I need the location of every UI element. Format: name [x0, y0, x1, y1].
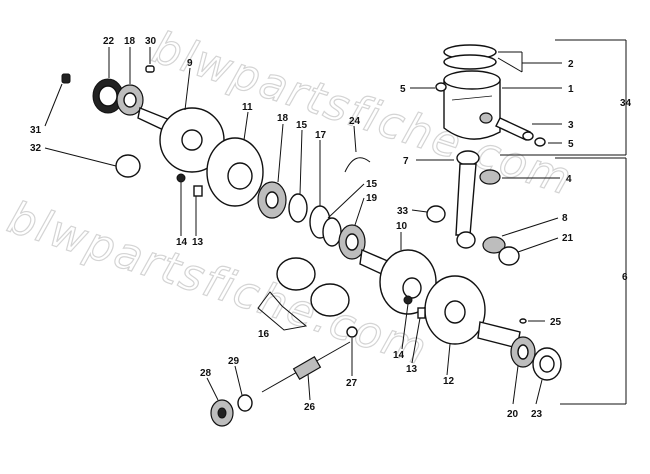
label-32: 32 — [30, 143, 42, 154]
label-26: 26 — [304, 402, 316, 413]
seal-15a — [288, 193, 308, 223]
pin-clip-5b — [534, 137, 546, 147]
label-4: 4 — [566, 174, 572, 185]
woodruff-key-30 — [145, 65, 155, 73]
rod-washer-21 — [498, 246, 520, 266]
crank-ring-16b — [310, 283, 350, 317]
label-29: 29 — [228, 356, 240, 367]
label-33: 33 — [397, 206, 409, 217]
label-13: 13 — [192, 237, 204, 248]
crank-ring-16a — [276, 257, 316, 291]
bearing-20 — [510, 336, 536, 368]
right-flywheel-10 — [379, 249, 437, 315]
washer-29 — [237, 394, 253, 412]
label-15: 15 — [296, 120, 308, 131]
right-flywheel-12 — [424, 275, 486, 345]
label-5: 5 — [400, 84, 406, 95]
label-10: 10 — [396, 221, 408, 232]
label-18-center: 18 — [277, 113, 289, 124]
washer-27 — [346, 326, 358, 338]
crank-pin-14a — [176, 173, 186, 183]
piston-part — [443, 70, 501, 140]
oil-seal-32 — [115, 154, 141, 178]
label-12: 12 — [443, 376, 455, 387]
label-3: 3 — [568, 120, 574, 131]
crank-pin-14b — [403, 295, 413, 305]
key-25 — [519, 318, 527, 324]
label-25: 25 — [550, 317, 562, 328]
set-screw-31 — [61, 73, 71, 84]
left-flywheel-9 — [159, 107, 225, 173]
pin-clip-5a — [435, 82, 447, 92]
leader-lines — [44, 39, 627, 405]
key-13a — [193, 185, 203, 197]
label-14: 14 — [176, 237, 188, 248]
crank-web-11 — [206, 137, 264, 207]
key-13b — [417, 307, 426, 319]
label-13-right: 13 — [406, 364, 418, 375]
bearing-18-left — [116, 84, 144, 116]
piston-rings-part — [443, 44, 497, 70]
snap-ring-24 — [344, 157, 371, 173]
piston-pin-part — [495, 117, 534, 141]
label-18: 18 — [124, 36, 136, 47]
big-end-bearing — [482, 236, 506, 254]
label-9: 9 — [187, 58, 193, 69]
label-8: 8 — [562, 213, 568, 224]
watermark-middle: blwpartsfiche.com — [2, 192, 434, 376]
label-6: 6 — [622, 272, 628, 283]
label-27: 27 — [346, 378, 358, 389]
label-23: 23 — [531, 409, 543, 420]
label-21: 21 — [562, 233, 574, 244]
label-31: 31 — [30, 125, 42, 136]
label-5-right: 5 — [568, 139, 574, 150]
small-end-bearing — [479, 169, 501, 185]
label-16: 16 — [258, 329, 270, 340]
seal-15b — [322, 217, 342, 247]
label-34: 34 — [620, 98, 632, 109]
label-20: 20 — [507, 409, 519, 420]
label-1: 1 — [568, 84, 574, 95]
bearing-19 — [338, 224, 366, 260]
pump-shaft-26 — [261, 341, 351, 393]
oil-seal-23 — [532, 347, 562, 381]
label-2: 2 — [568, 59, 574, 70]
label-15-right: 15 — [366, 179, 378, 190]
label-7: 7 — [403, 156, 409, 167]
label-24: 24 — [349, 116, 361, 127]
label-17: 17 — [315, 130, 327, 141]
part-labels: 22 18 30 9 11 18 15 17 24 31 32 14 13 15… — [30, 36, 632, 420]
washer-33 — [426, 205, 446, 223]
center-bearing-18 — [257, 181, 287, 219]
label-30: 30 — [145, 36, 157, 47]
label-11: 11 — [242, 102, 253, 113]
drive-gear-28 — [210, 399, 234, 427]
connecting-rod-part — [455, 150, 480, 249]
label-14-right: 14 — [393, 350, 405, 361]
label-22: 22 — [103, 36, 115, 47]
label-19: 19 — [366, 193, 378, 204]
label-28: 28 — [200, 368, 212, 379]
